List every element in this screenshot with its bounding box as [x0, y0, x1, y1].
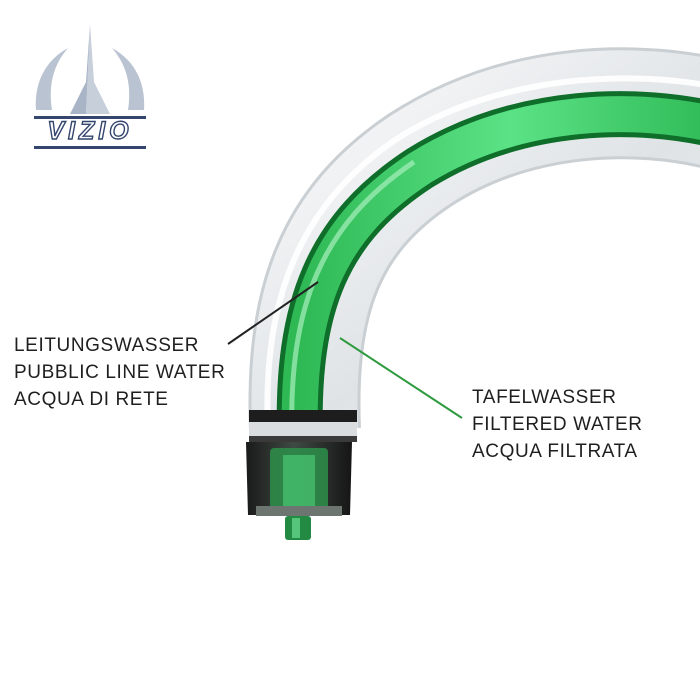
inner-channel: [281, 96, 700, 441]
spout-band-light: [249, 422, 357, 436]
public-water-label: LEITUNGSWASSER PUBBLIC LINE WATER ACQUA …: [14, 332, 225, 413]
filtered-water-leader: [339, 337, 463, 419]
brand-logo-text: VIZIO: [47, 116, 133, 145]
aerator-tip-shine: [292, 518, 300, 538]
public-water-label-en: PUBBLIC LINE WATER: [14, 362, 226, 383]
public-water-label-it: ACQUA DI RETE: [14, 389, 169, 410]
public-water-label-de: LEITUNGSWASSER: [14, 335, 200, 356]
filtered-water-label: TAFELWASSER FILTERED WATER ACQUA FILTRAT…: [472, 384, 643, 465]
tower-spire-logo-icon: [34, 24, 146, 149]
filtered-water-label-de: TAFELWASSER: [472, 387, 617, 408]
aerator-mesh: [256, 506, 342, 516]
filtered-water-label-en: FILTERED WATER: [472, 414, 643, 435]
inner-channel-shine: [289, 159, 416, 441]
public-water-leader: [227, 281, 319, 345]
filtered-water-label-it: ACQUA FILTRATA: [472, 441, 638, 462]
spout-band-lower: [249, 436, 357, 442]
aerator-green-core-inner: [283, 455, 315, 507]
spout-band: [249, 410, 357, 422]
outer-pipe-highlight: [264, 75, 700, 431]
